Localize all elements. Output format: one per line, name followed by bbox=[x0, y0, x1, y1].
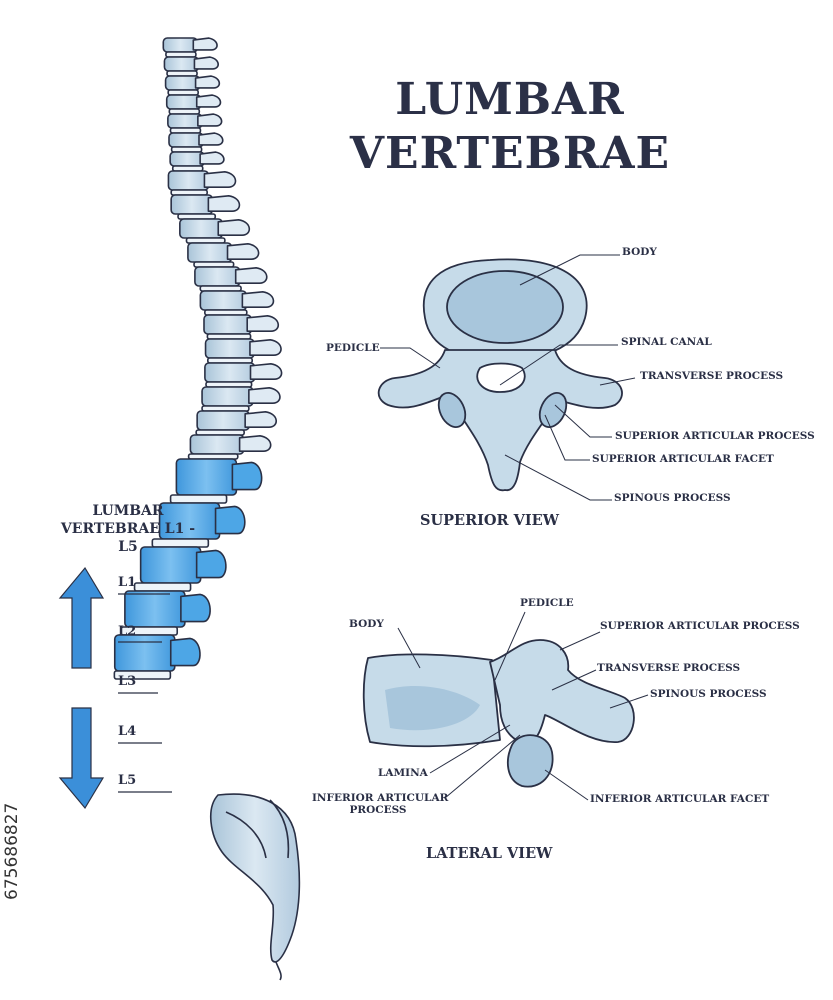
spinous-process bbox=[193, 56, 219, 70]
spinous-process bbox=[198, 132, 224, 146]
vertebra-body bbox=[167, 113, 203, 129]
lumbar-spinous-process bbox=[195, 549, 227, 579]
spinous-process bbox=[234, 267, 268, 284]
intervertebral-disc bbox=[169, 494, 228, 504]
lat-label-transverse-process: TRANSVERSE PROCESS bbox=[597, 662, 741, 674]
lumbar-spinous-process bbox=[180, 593, 211, 623]
spinous-process bbox=[244, 411, 277, 428]
sacrum bbox=[209, 793, 301, 981]
spinous-process bbox=[248, 387, 281, 404]
intervertebral-disc bbox=[133, 582, 192, 592]
spinous-process bbox=[199, 151, 225, 165]
lumbar-vertebra-body bbox=[113, 634, 176, 672]
lat-label-lamina: LAMINA bbox=[378, 767, 428, 779]
lumbar-spinous-process bbox=[231, 461, 263, 491]
vertebra-body bbox=[204, 362, 256, 383]
superior-view-caption: SUPERIOR VIEW bbox=[420, 512, 560, 529]
sup-label-superior-articular-process: SUPERIOR ARTICULAR PROCESS bbox=[615, 430, 815, 442]
lat-label-pedicle: PEDICLE bbox=[520, 597, 574, 609]
vertebra-body bbox=[189, 434, 245, 455]
vertebra-body bbox=[168, 132, 204, 148]
sup-label-spinal-canal: SPINAL CANAL bbox=[621, 336, 712, 348]
sup-label-transverse-process: TRANSVERSE PROCESS bbox=[640, 370, 784, 382]
spinous-process bbox=[249, 363, 283, 380]
spinous-process bbox=[207, 195, 241, 212]
spinous-process bbox=[226, 243, 260, 260]
vertebra-body bbox=[169, 151, 205, 167]
vertebra-body bbox=[187, 242, 233, 263]
spinous-process bbox=[246, 315, 280, 332]
sup-label-spinous-process: SPINOUS PROCESS bbox=[614, 492, 731, 504]
spinous-process bbox=[217, 219, 251, 236]
spinous-process bbox=[203, 171, 237, 188]
level-lines bbox=[118, 593, 172, 793]
sup-label-pedicle: PEDICLE bbox=[326, 342, 380, 354]
lat-label-inferior-articular-process: INFERIOR ARTICULAR PROCESS bbox=[312, 792, 449, 817]
sup-label-superior-articular-facet: SUPERIOR ARTICULAR FACET bbox=[592, 453, 774, 465]
vertebra-body bbox=[204, 338, 255, 359]
lat-label-inferior-articular-process-line-1: INFERIOR ARTICULAR bbox=[312, 792, 449, 804]
lumbar-spinous-process bbox=[169, 637, 201, 667]
arrow-down-icon bbox=[58, 707, 105, 810]
lat-label-inferior-articular-facet: INFERIOR ARTICULAR FACET bbox=[590, 793, 770, 805]
vertebra-body bbox=[163, 56, 200, 72]
lateral-leader-lines bbox=[397, 611, 649, 801]
vertebra-body bbox=[170, 194, 214, 215]
superior-leader-lines bbox=[380, 254, 636, 501]
spinous-process bbox=[197, 113, 223, 127]
lateral-view-vertebra bbox=[362, 639, 635, 788]
lat-label-inferior-articular-process-line-2: PROCESS bbox=[349, 804, 407, 817]
lateral-view-caption: LATERAL VIEW bbox=[426, 845, 553, 862]
vertebra-body bbox=[196, 410, 250, 431]
side-label-line-1: LUMBAR bbox=[92, 503, 164, 519]
spinous-process bbox=[192, 37, 218, 51]
level-label-l2: L2 bbox=[118, 624, 137, 639]
lat-label-spinous-process: SPINOUS PROCESS bbox=[650, 688, 767, 700]
spinous-process bbox=[195, 94, 222, 108]
vertebra-body bbox=[179, 218, 224, 239]
lumbar-vertebra-body bbox=[124, 590, 186, 628]
level-label-l5: L5 bbox=[118, 773, 137, 788]
lumbar-spinous-process bbox=[214, 505, 246, 535]
level-label-l4: L4 bbox=[118, 724, 137, 739]
lumbar-vertebra-body bbox=[175, 458, 238, 496]
spinous-process bbox=[238, 435, 272, 452]
spinous-process bbox=[241, 291, 275, 308]
vertebra-body bbox=[201, 386, 254, 407]
title-line-2: VERTEBRAE bbox=[349, 128, 671, 179]
vertebra-body bbox=[165, 94, 202, 110]
vertebra-body bbox=[162, 37, 199, 53]
vertebra-body bbox=[164, 75, 201, 91]
vertebra-body bbox=[203, 314, 252, 335]
intervertebral-disc bbox=[113, 670, 172, 680]
sup-label-body: BODY bbox=[622, 246, 657, 258]
arrow-up-icon bbox=[58, 566, 105, 669]
vertebra-body bbox=[167, 170, 210, 191]
lat-label-body: BODY bbox=[349, 618, 384, 630]
superior-view-vertebra bbox=[377, 258, 623, 492]
spine-side-view bbox=[113, 37, 283, 680]
spinous-process bbox=[194, 75, 221, 89]
vertebra-body bbox=[199, 290, 248, 311]
side-label-line-2: VERTEBRAE L1 - L5 bbox=[60, 521, 196, 555]
level-label-l3: L3 bbox=[118, 674, 137, 689]
spinous-process bbox=[249, 339, 282, 356]
lat-label-superior-articular-process: SUPERIOR ARTICULAR PROCESS bbox=[600, 620, 800, 632]
vertebra-body bbox=[194, 266, 241, 287]
level-label-l1: L1 bbox=[118, 575, 137, 590]
title-line-1: LUMBAR bbox=[395, 74, 625, 125]
stock-id: 675686827 bbox=[2, 802, 22, 900]
